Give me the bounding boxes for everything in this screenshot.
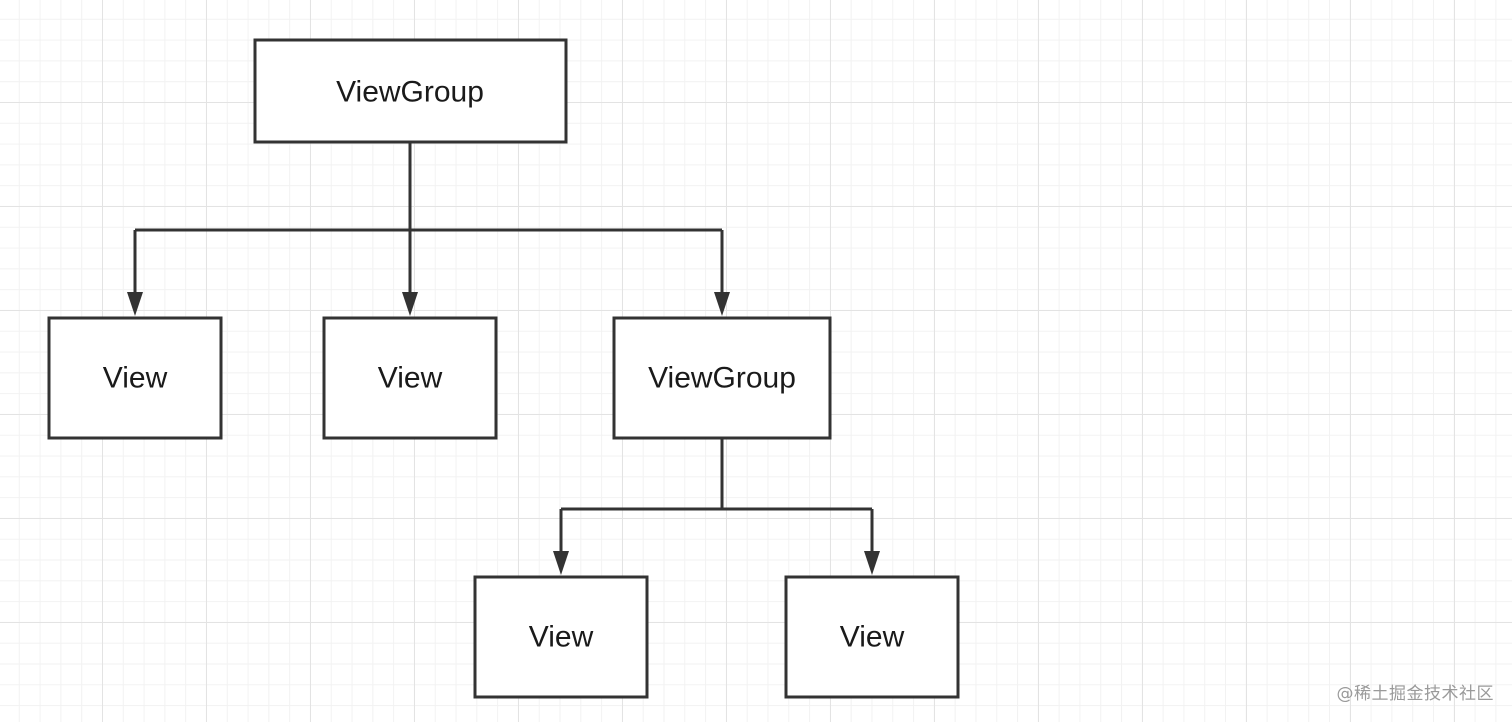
node-child-3-label: ViewGroup: [648, 362, 796, 395]
connector-root-to-children: [127, 142, 730, 316]
node-child-3-box: [612, 316, 832, 440]
node-child-1-label: View: [103, 362, 168, 395]
arrowhead-child-2: [402, 292, 418, 316]
watermark: @稀土掘金技术社区: [1336, 684, 1494, 704]
node-grandchild-2: View: [784, 575, 960, 699]
arrowhead-grandchild-2: [864, 551, 880, 575]
node-child-2-label: View: [378, 362, 443, 395]
node-grandchild-2-label: View: [840, 621, 905, 654]
node-grandchild-2-box: [784, 575, 960, 699]
node-child-2: View: [322, 316, 498, 440]
node-child-1: View: [47, 316, 223, 440]
node-root-box: [253, 38, 568, 144]
node-grandchild-1-box: [473, 575, 649, 699]
node-root-label: ViewGroup: [336, 76, 484, 109]
arrowhead-grandchild-1: [553, 551, 569, 575]
node-child-3: ViewGroup: [612, 316, 832, 440]
node-root: ViewGroup: [253, 38, 568, 144]
node-child-2-box: [322, 316, 498, 440]
node-grandchild-1-label: View: [529, 621, 594, 654]
arrowhead-child-1: [127, 292, 143, 316]
node-child-1-box: [47, 316, 223, 440]
connector-child-3-to-grandchildren: [553, 438, 880, 575]
node-grandchild-1: View: [473, 575, 649, 699]
arrowhead-child-3: [714, 292, 730, 316]
